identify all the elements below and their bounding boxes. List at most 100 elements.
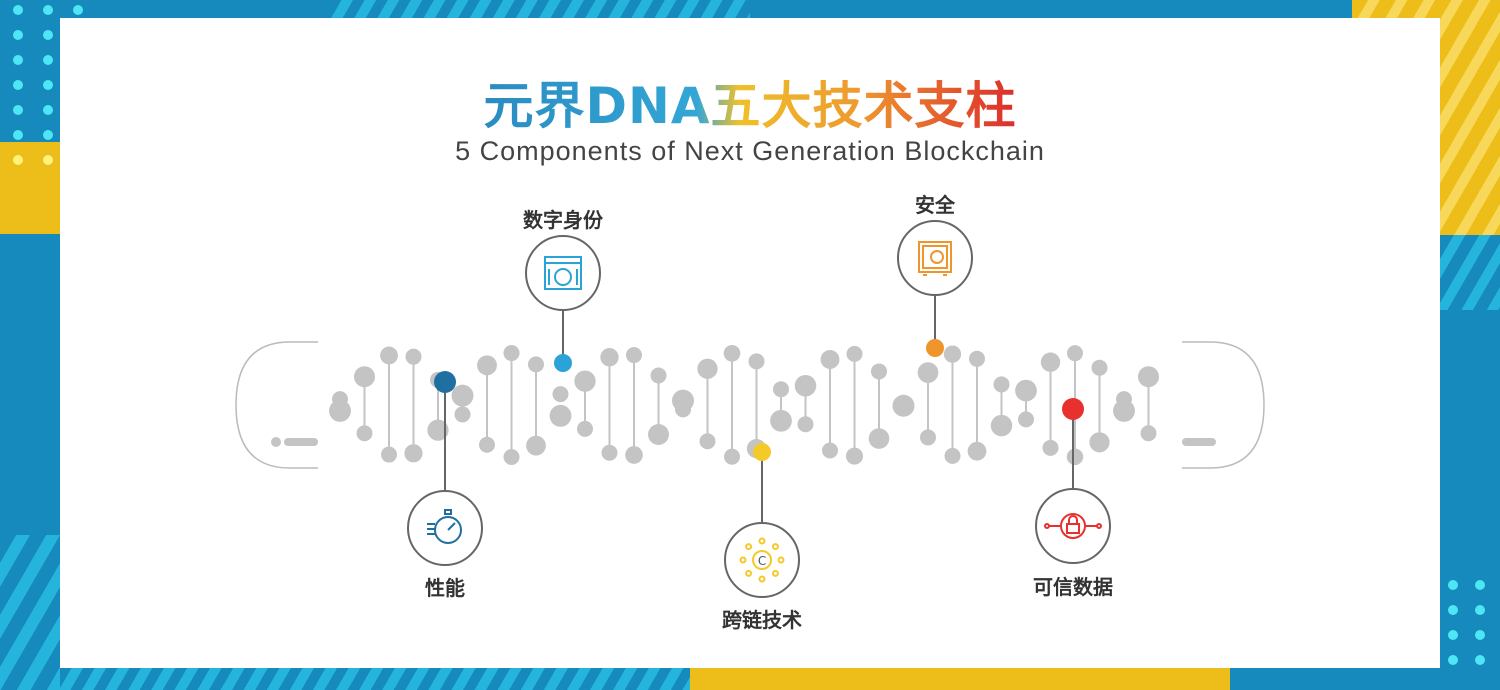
dna-bead	[770, 409, 792, 432]
bg-dot	[73, 5, 83, 15]
dna-bead	[895, 396, 912, 413]
dna-bead	[871, 363, 887, 380]
dna-bead	[1018, 411, 1034, 428]
label-cross-chain: 跨链技术	[722, 608, 802, 632]
dna-cap-bar	[1182, 438, 1216, 446]
bg-dot	[43, 130, 53, 140]
dna-bead	[1042, 439, 1059, 456]
safe-dial	[930, 250, 944, 264]
dna-cap-left	[235, 341, 318, 469]
end	[1096, 523, 1102, 529]
safe-icon	[918, 241, 952, 276]
label-security: 安全	[915, 193, 955, 217]
dna-bead	[699, 433, 716, 450]
dna-bead	[773, 381, 789, 398]
dna-bead	[329, 399, 351, 422]
node-circle-performance	[407, 490, 483, 566]
dna-bead	[944, 447, 961, 464]
coin-network-icon: C	[739, 537, 785, 583]
label-digital-identity: 数字身份	[523, 208, 603, 232]
bg-stripes-bottom	[60, 668, 690, 690]
dna-bead	[577, 420, 593, 437]
bg-dot	[13, 30, 23, 40]
bg-dot	[43, 30, 53, 40]
stopwatch-icon	[427, 509, 462, 544]
dna-bead	[917, 362, 939, 383]
dna-bead	[1066, 448, 1084, 466]
safe-door	[922, 245, 948, 269]
bg-dot	[43, 5, 53, 15]
dna-bead	[356, 425, 373, 442]
bg-dot	[1448, 605, 1458, 615]
face-id-icon	[544, 256, 582, 290]
net-node	[771, 543, 779, 551]
dna-bead	[380, 346, 398, 365]
bg-dot	[13, 105, 23, 115]
coin-c: C	[758, 554, 766, 568]
page-title: 元界DNA五大技术支柱	[483, 77, 1017, 135]
dna-bead	[845, 447, 864, 465]
bg-dot	[13, 155, 23, 165]
dna-bead	[1067, 345, 1083, 362]
end	[1044, 523, 1050, 529]
net-node	[777, 556, 785, 564]
dna-bead	[650, 367, 667, 384]
dna-bead	[625, 446, 643, 464]
dna-bead	[723, 344, 741, 362]
lock-shield-icon	[1044, 513, 1102, 539]
dna-bead	[797, 416, 814, 433]
node-dot-digital-identity	[554, 354, 572, 372]
dna-bead	[1089, 432, 1110, 453]
dna-bead	[724, 448, 740, 465]
bg-stripes-right	[1440, 235, 1500, 310]
dna-bead	[648, 424, 669, 445]
lock-body	[1066, 523, 1080, 534]
node-circle-security	[897, 220, 973, 296]
dna-bead	[503, 448, 520, 465]
bg-dot	[1475, 605, 1485, 615]
dna-bead	[600, 348, 619, 367]
bg-dot	[13, 80, 23, 90]
dna-bead	[990, 414, 1013, 437]
dna-bead	[822, 442, 838, 459]
dna-bead	[601, 444, 618, 461]
label-trusted-data: 可信数据	[1033, 575, 1113, 599]
dna-bead	[1040, 352, 1061, 372]
dna-bead	[404, 444, 423, 463]
dna-bead	[993, 376, 1010, 393]
frame	[544, 256, 582, 290]
dna-bead	[353, 366, 376, 388]
hand	[447, 522, 456, 531]
dna-bead	[675, 401, 691, 418]
dna-bead	[846, 345, 863, 362]
bg-dot	[13, 5, 23, 15]
bg-dot	[1475, 655, 1485, 665]
crown	[444, 509, 452, 515]
net-node	[758, 575, 766, 583]
dna-bead	[405, 348, 422, 365]
dna-bead	[1116, 391, 1132, 408]
dna-cap-right	[1182, 341, 1265, 469]
bg-dot	[43, 80, 53, 90]
dna-bead	[943, 345, 962, 363]
bg-dot	[1475, 630, 1485, 640]
dna-bead	[526, 435, 546, 456]
page-subtitle: 5 Components of Next Generation Blockcha…	[455, 136, 1045, 166]
dna-bead	[477, 355, 497, 376]
dna-bead	[503, 344, 520, 362]
dna-bead	[868, 428, 890, 449]
dna-bead	[454, 406, 471, 423]
bg-dot	[1475, 580, 1485, 590]
dna-bead	[969, 350, 985, 367]
dna-bead	[1140, 425, 1157, 442]
node-dot-cross-chain	[753, 443, 771, 461]
dna-bead	[381, 446, 397, 463]
shackle	[1068, 515, 1078, 524]
safe-body	[918, 241, 952, 273]
dna-bead	[528, 356, 544, 373]
label-performance: 性能	[425, 576, 465, 600]
dna-bead	[1113, 399, 1135, 422]
bg-stripes-left	[0, 535, 60, 690]
